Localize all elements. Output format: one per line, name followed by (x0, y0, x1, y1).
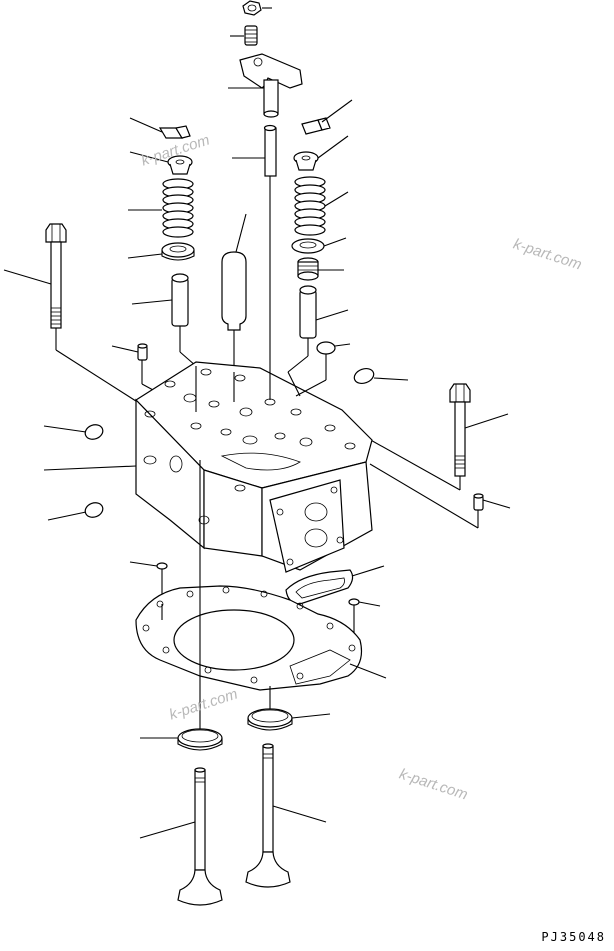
cross-head-guide[interactable] (232, 124, 277, 361)
plug-top[interactable] (316, 341, 351, 355)
valve-cotter-left[interactable] (129, 117, 191, 139)
adjust-screw[interactable] (230, 25, 258, 46)
valve-spring-left[interactable] (128, 178, 194, 238)
head-gasket[interactable] (135, 585, 387, 691)
valve-cotter-right[interactable] (301, 99, 353, 135)
head-bolt-right[interactable] (359, 383, 509, 491)
valve-seat-insert-intake[interactable] (140, 460, 223, 751)
valve-guide-left[interactable] (131, 273, 197, 367)
dowel-pin-right[interactable] (369, 463, 511, 529)
cylinder-head[interactable] (43, 361, 373, 573)
exhaust-valve[interactable] (245, 743, 327, 888)
spring-seat-left[interactable] (127, 242, 195, 261)
expansion-plug-right[interactable] (352, 366, 409, 386)
manifold-gasket[interactable] (285, 565, 385, 605)
drawing-code: PJ35048 (541, 930, 606, 944)
intake-valve[interactable] (139, 767, 223, 906)
valve-guide-right[interactable] (287, 285, 349, 373)
spring-seat-right[interactable] (291, 237, 347, 254)
spring-retainer-right[interactable] (293, 135, 349, 171)
spring-retainer-left[interactable] (129, 151, 193, 175)
injector-sleeve[interactable] (221, 213, 247, 372)
adjust-nut[interactable] (242, 0, 272, 16)
rocker-arm[interactable] (228, 53, 303, 118)
head-bolt-left[interactable] (3, 223, 151, 411)
valve-seat-insert-exhaust[interactable] (247, 686, 331, 731)
valve-stem-seal[interactable] (297, 257, 344, 281)
valve-spring-right[interactable] (294, 176, 349, 236)
expansion-plug-left-upper[interactable] (43, 422, 105, 441)
expansion-plug-left-lower[interactable] (47, 500, 105, 521)
